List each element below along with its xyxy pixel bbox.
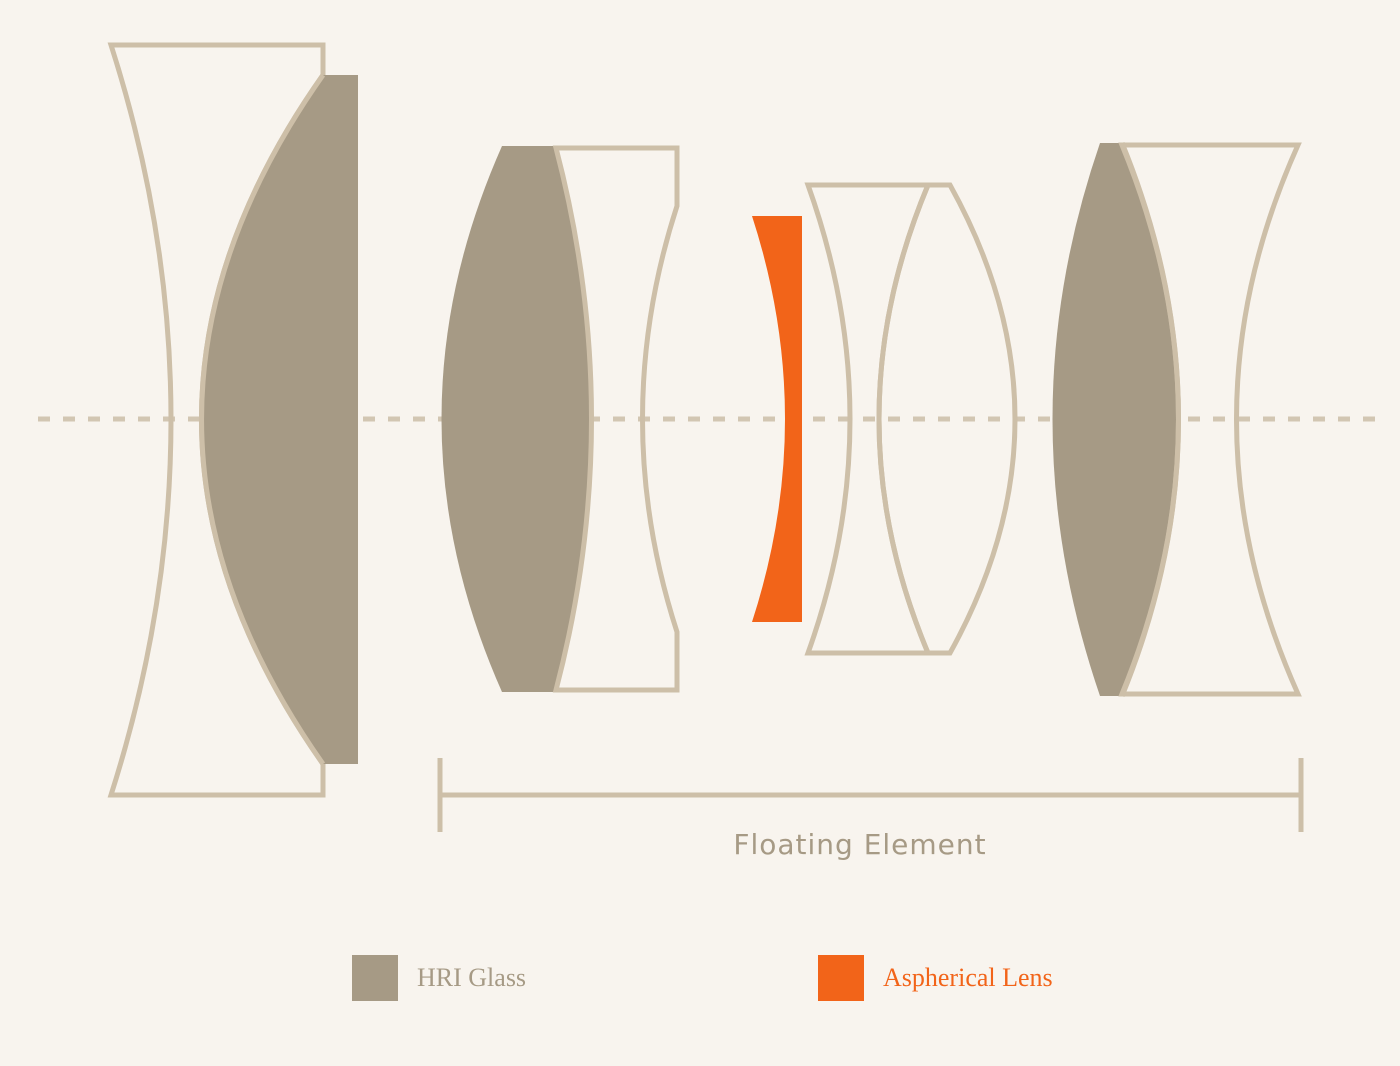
lens-element-9-biconcave [1118,142,1302,697]
lens-element-4-meniscus [552,145,680,693]
legend-label-aspherical-lens: Aspherical Lens [883,963,1053,992]
legend-swatch-hri-glass [352,955,398,1001]
legend-swatch-aspherical-lens [818,955,864,1001]
lens-element-3-hri-glass [441,146,592,692]
lens-element-7-biconvex [876,182,1018,656]
lens-element-2-edge [199,73,326,766]
legend-item-hri-glass: HRI Glass [352,955,526,1001]
lens-element-5-aspherical [752,216,802,622]
legend-item-aspherical-lens: Aspherical Lens [818,955,1053,1001]
legend-label-hri-glass: HRI Glass [417,963,527,992]
lens-element-2-hri-glass [201,75,358,764]
floating-element-label: Floating Element [733,828,987,861]
lens-element-8-hri-glass [1052,143,1179,696]
